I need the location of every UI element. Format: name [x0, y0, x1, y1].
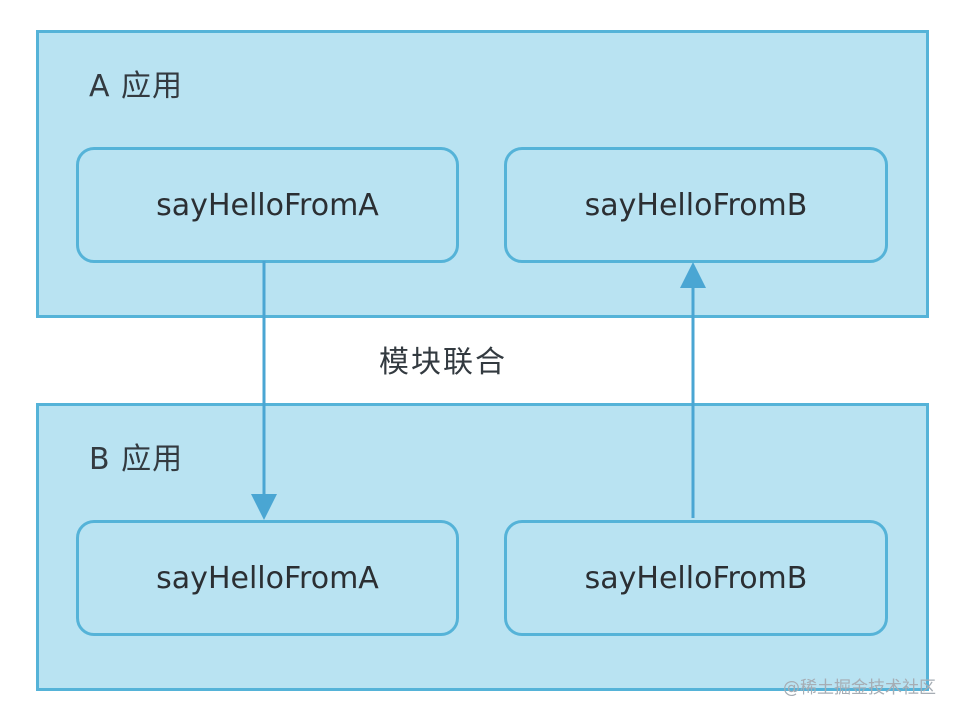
app-a-container: A 应用 sayHelloFromA sayHelloFromB [36, 30, 929, 318]
app-a-module-say-hello-from-a[interactable]: sayHelloFromA [76, 147, 459, 263]
app-b-title: B 应用 [89, 442, 184, 477]
app-a-module-say-hello-from-b[interactable]: sayHelloFromB [504, 147, 888, 263]
arrow-b-to-a [680, 262, 706, 518]
module-federation-caption: 模块联合 [379, 345, 507, 380]
app-b-container: B 应用 sayHelloFromA sayHelloFromB [36, 403, 929, 691]
app-b-module-say-hello-from-a[interactable]: sayHelloFromA [76, 520, 459, 636]
arrow-a-to-b [251, 261, 277, 520]
app-a-title: A 应用 [89, 69, 184, 104]
watermark: @稀土掘金技术社区 [783, 678, 936, 698]
app-b-module-say-hello-from-b[interactable]: sayHelloFromB [504, 520, 888, 636]
